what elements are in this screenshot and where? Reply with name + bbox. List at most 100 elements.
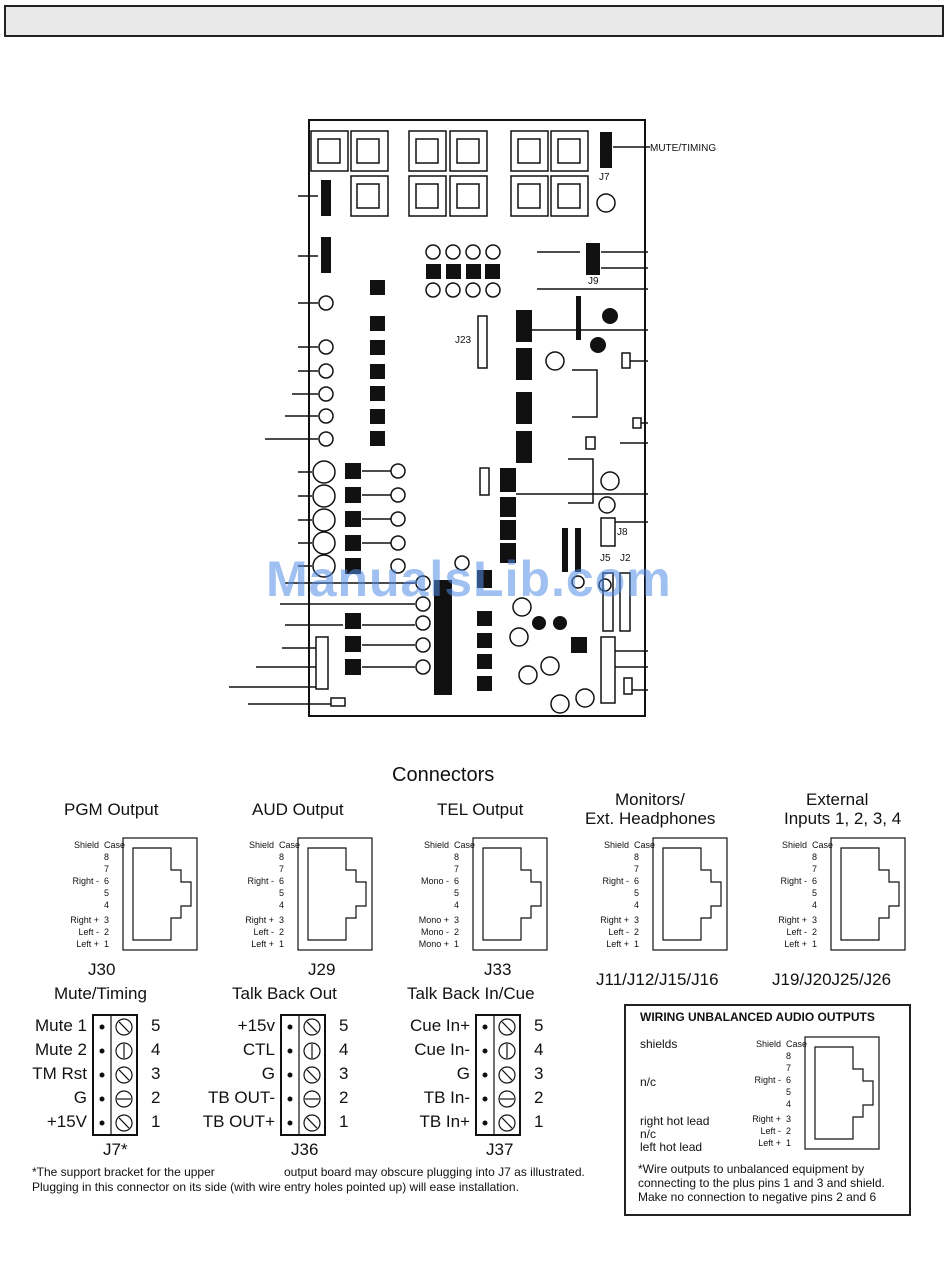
terminal-label: +15v [237,1016,275,1035]
pin-number: 4 [104,900,110,910]
terminal-number: 3 [534,1064,544,1083]
terminal-number: 5 [534,1016,544,1035]
j2-board-label: J2 [620,553,631,564]
pin-number: 3 [454,915,460,925]
pin-number: 1 [812,939,818,949]
terminal-number: 2 [534,1088,544,1107]
pin-label: Left + [251,939,274,949]
pin-number: 2 [279,927,285,937]
pin-number: 3 [279,915,285,925]
connector-title: Monitors/ [615,790,685,809]
pin-number: 3 [104,915,110,925]
terminal-block-title: Talk Back In/Cue [407,984,535,1003]
pin-label: Left + [76,939,99,949]
pin-number: 1 [279,939,285,949]
pin-label: Left - [760,1126,781,1136]
terminal-number: 4 [534,1040,544,1059]
terminal-number: 2 [151,1088,161,1107]
jack-label: J30 [88,960,116,979]
pin-number: 8 [454,852,460,862]
pin-number: 5 [279,888,285,898]
pin-number: 8 [786,1051,792,1061]
terminal-label: TB In- [423,1088,470,1107]
jack-label: J33 [484,960,512,979]
pin-label: Left + [784,939,807,949]
pin-label: Right + [600,915,629,925]
pin-label: Shield [423,840,449,850]
pin-number: 4 [634,900,640,910]
pin-number: 4 [454,900,460,910]
wiring-note-1: *Wire outputs to unbalanced equipment by [638,1162,865,1176]
terminal-label: Mute 2 [35,1040,87,1059]
pin-label: Shield [781,840,807,850]
pin-number: 8 [634,852,640,862]
terminal-jack-label: J36 [291,1140,319,1159]
terminal-label: G [261,1064,275,1083]
pin-number: 5 [104,888,110,898]
connector-subtitle: Inputs 1, 2, 3, 4 [784,809,902,828]
pin-number: 7 [634,864,640,874]
terminal-number: 2 [339,1088,349,1107]
pin-number: 3 [634,915,640,925]
pin-label: Left + [758,1138,781,1148]
pin-label: Mono + [418,939,449,949]
pin-number: 3 [812,915,818,925]
pin-number: 8 [812,852,818,862]
terminal-number: 3 [339,1064,349,1083]
terminal-label: TB OUT+ [202,1112,275,1131]
j23-board-label: J23 [455,335,472,346]
terminal-label: TB In+ [419,1112,470,1131]
footnote-line1b: output board may obscure plugging into J… [284,1165,585,1179]
terminal-number: 4 [151,1040,161,1059]
j5-board-label: J5 [600,553,611,564]
terminal-label: G [73,1088,87,1107]
pin-label: Left - [78,927,99,937]
terminal-label: Mute 1 [35,1016,87,1035]
pin-label: Mono - [420,876,449,886]
wiring-left-label: n/c [640,1075,657,1089]
pin-label: Right + [752,1114,781,1124]
connector-subtitle: Ext. Headphones [585,809,716,828]
terminal-label: CTL [242,1040,275,1059]
pin-label: Shield [248,840,274,850]
pin-number: 6 [454,876,460,886]
pin-number: 1 [454,939,460,949]
terminal-number: 3 [151,1064,161,1083]
pin-number: 2 [104,927,110,937]
terminal-number: 5 [339,1016,349,1035]
circuit-board [308,119,646,717]
pin-number: Case [454,840,476,850]
pin-number: 6 [104,876,110,886]
pin-number: 8 [104,852,110,862]
jack-label: J11/J12/J15/J16 [596,970,719,989]
terminal-number: 1 [534,1112,544,1131]
terminal-number: 4 [339,1040,349,1059]
pin-label: Shield [603,840,629,850]
connector-title: TEL Output [437,800,524,819]
pin-number: 4 [279,900,285,910]
pin-number: Case [279,840,301,850]
pin-number: 4 [786,1099,792,1109]
pin-number: 7 [279,864,285,874]
pin-label: Right + [778,915,807,925]
wiring-unbalanced-box [624,1004,911,1216]
pin-number: 1 [104,939,110,949]
pin-number: 7 [454,864,460,874]
pin-number: 2 [812,927,818,937]
connector-title: AUD Output [252,800,344,819]
pin-label: Shield [755,1039,781,1049]
pin-label: Left + [606,939,629,949]
pin-number: 7 [104,864,110,874]
terminal-label: Cue In- [414,1040,470,1059]
pin-label: Shield [73,840,99,850]
j7-board-label: J7 [599,172,610,183]
terminal-number: 5 [151,1016,161,1035]
pin-label: Right - [247,876,274,886]
terminal-label: TB OUT- [207,1088,275,1107]
pin-number: Case [786,1039,808,1049]
pin-number: 5 [634,888,640,898]
terminal-label: +15V [46,1112,87,1131]
pin-number: 3 [786,1114,792,1124]
pin-label: Mono + [418,915,449,925]
pin-label: Left - [253,927,274,937]
